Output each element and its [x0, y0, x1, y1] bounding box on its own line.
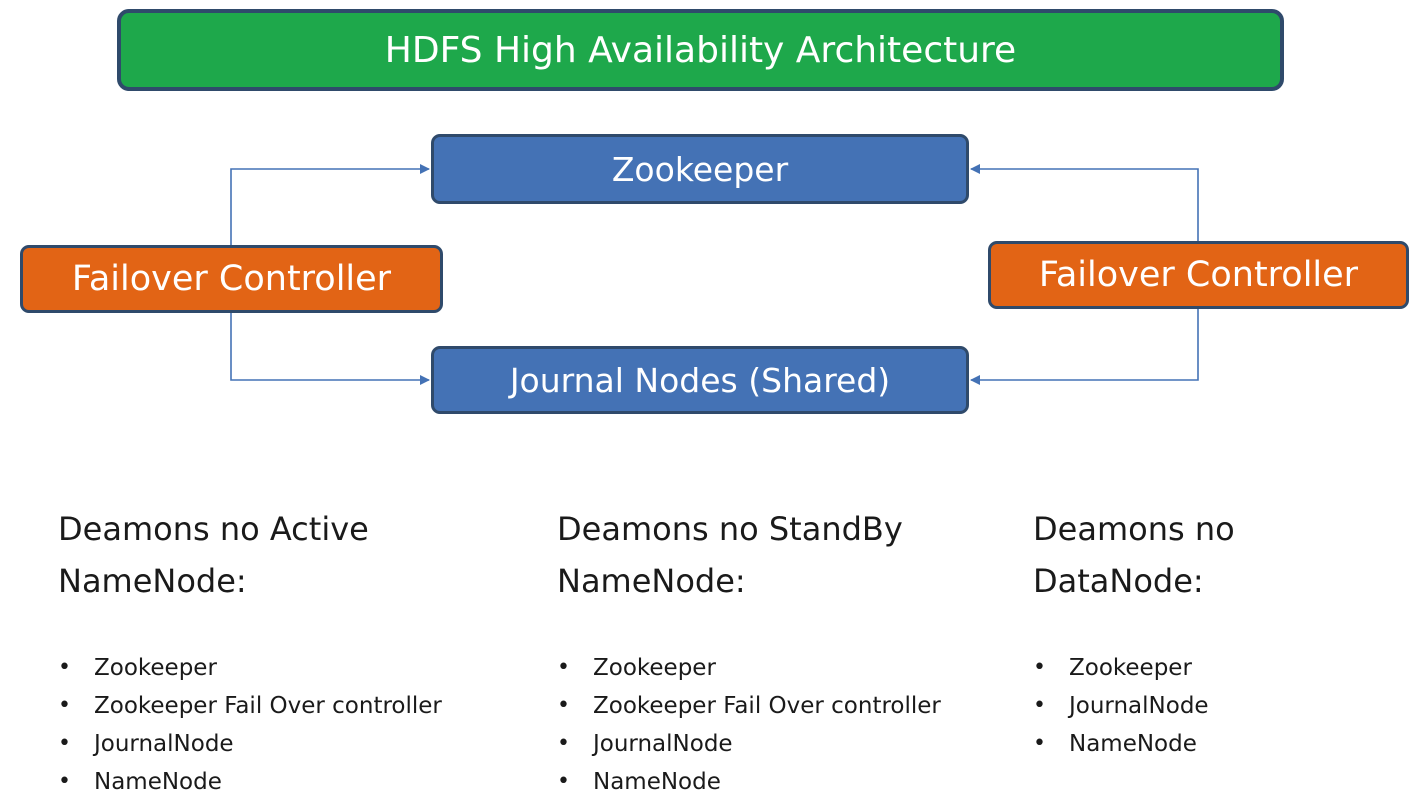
- list-item-label: JournalNode: [94, 731, 234, 757]
- failover-controller-left: Failover Controller: [20, 245, 443, 313]
- arrow-left-fc-to-zookeeper: [230, 164, 430, 245]
- bullet-icon: •: [58, 655, 71, 680]
- column-heading-line: NameNode:: [557, 562, 746, 600]
- zookeeper-node: Zookeeper: [431, 134, 969, 204]
- list-item: • NameNode: [1033, 725, 1209, 763]
- bullet-icon: •: [557, 655, 570, 680]
- arrow-left-fc-to-journal: [230, 313, 430, 385]
- bullet-icon: •: [557, 769, 570, 794]
- column-heading-line: NameNode:: [58, 562, 247, 600]
- active-namenode-column: Deamons no Active NameNode: • Zookeeper •…: [58, 503, 498, 795]
- list-item-label: NameNode: [94, 769, 222, 795]
- column-heading-line: Deamons no: [1033, 510, 1235, 548]
- column-heading-line: Deamons no Active: [58, 510, 369, 548]
- bullet-icon: •: [58, 693, 71, 718]
- list-item-label: NameNode: [593, 769, 721, 795]
- daemon-list: • Zookeeper • Zookeeper Fail Over controll…: [58, 649, 442, 801]
- list-item: • NameNode: [58, 763, 442, 801]
- bullet-icon: •: [58, 731, 71, 756]
- bullet-icon: •: [557, 731, 570, 756]
- list-item-label: Zookeeper Fail Over controller: [94, 693, 442, 719]
- list-item: • Zookeeper: [557, 649, 941, 687]
- standby-namenode-column: Deamons no StandBy NameNode: • Zookeeper …: [557, 503, 997, 795]
- bullet-icon: •: [1033, 655, 1046, 680]
- list-item-label: JournalNode: [1069, 693, 1209, 719]
- column-heading-line: DataNode:: [1033, 562, 1204, 600]
- list-item-label: JournalNode: [593, 731, 733, 757]
- failover-controller-right: Failover Controller: [988, 241, 1409, 309]
- bullet-icon: •: [1033, 693, 1046, 718]
- arrow-right-fc-to-zookeeper: [970, 164, 1199, 241]
- journal-nodes: Journal Nodes (Shared): [431, 346, 969, 414]
- bullet-icon: •: [58, 769, 71, 794]
- datanode-column: Deamons no DataNode: • Zookeeper • Journal…: [1033, 503, 1403, 757]
- column-heading-line: Deamons no StandBy: [557, 510, 903, 548]
- list-item-label: Zookeeper: [1069, 655, 1192, 681]
- list-item-label: Zookeeper: [94, 655, 217, 681]
- list-item: • JournalNode: [557, 725, 941, 763]
- diagram-title: HDFS High Availability Architecture: [117, 9, 1284, 91]
- list-item-label: Zookeeper Fail Over controller: [593, 693, 941, 719]
- list-item-label: Zookeeper: [593, 655, 716, 681]
- list-item: • Zookeeper: [58, 649, 442, 687]
- bullet-icon: •: [1033, 731, 1046, 756]
- bullet-icon: •: [557, 693, 570, 718]
- list-item: • Zookeeper Fail Over controller: [557, 687, 941, 725]
- daemon-list: • Zookeeper • JournalNode • NameNode: [1033, 649, 1209, 763]
- list-item-label: NameNode: [1069, 731, 1197, 757]
- daemon-list: • Zookeeper • Zookeeper Fail Over controll…: [557, 649, 941, 801]
- arrow-right-fc-to-journal: [970, 309, 1199, 385]
- list-item: • JournalNode: [58, 725, 442, 763]
- list-item: • Zookeeper Fail Over controller: [58, 687, 442, 725]
- list-item: • NameNode: [557, 763, 941, 801]
- list-item: • Zookeeper: [1033, 649, 1209, 687]
- list-item: • JournalNode: [1033, 687, 1209, 725]
